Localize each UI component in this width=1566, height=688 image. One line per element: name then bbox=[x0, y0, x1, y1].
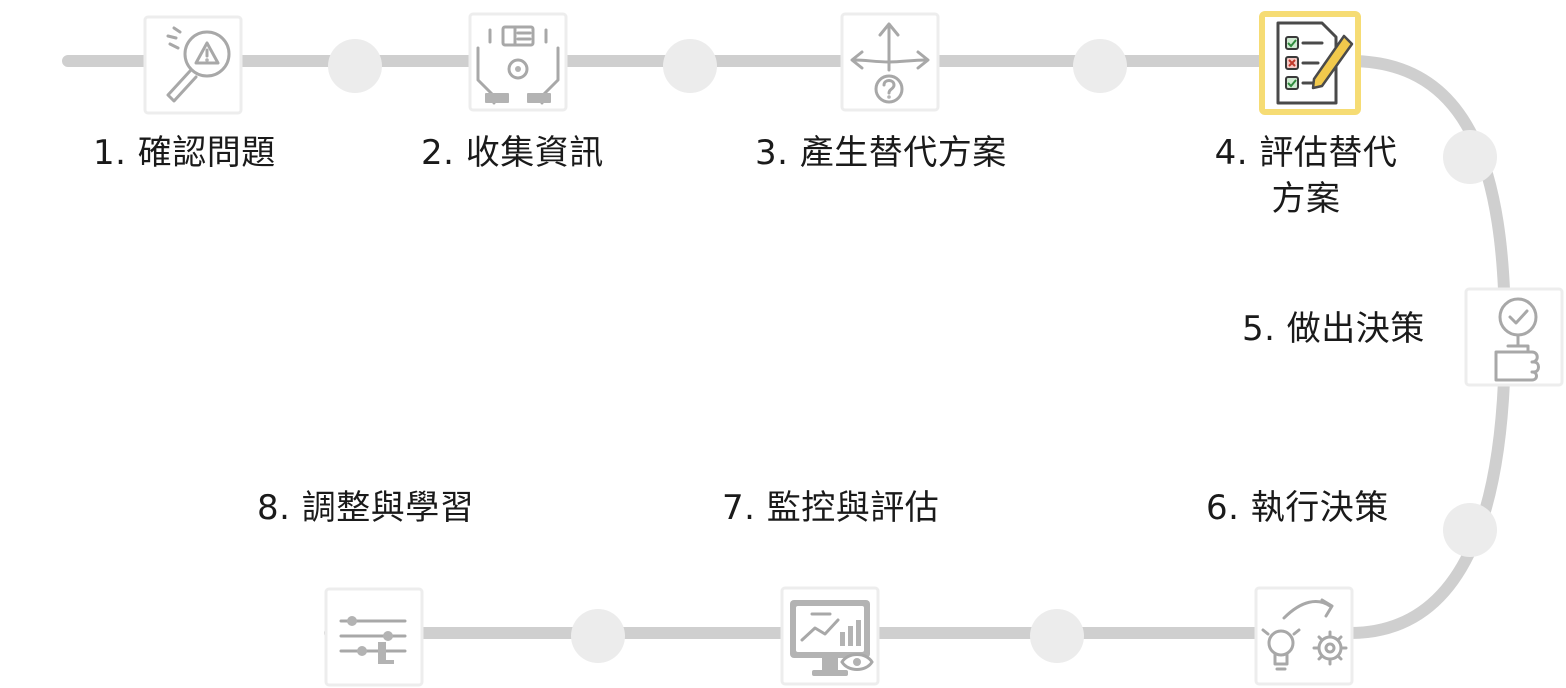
step-5-node bbox=[1464, 287, 1564, 387]
connector-dot bbox=[1443, 130, 1497, 184]
step-5-label: 5. 做出決策 bbox=[1242, 309, 1425, 349]
step-6-node bbox=[1254, 586, 1354, 686]
step-3-node bbox=[840, 12, 940, 112]
step-6-label: 6. 執行決策 bbox=[1206, 488, 1389, 528]
step-3-label: 3. 產生替代方案 bbox=[755, 133, 1007, 173]
step-2-label: 2. 收集資訊 bbox=[421, 133, 604, 173]
step-4-label: 4. 評估替代 方案 bbox=[1206, 131, 1406, 221]
step-7-node bbox=[780, 586, 880, 686]
step-1-node bbox=[143, 15, 243, 115]
connector-dot bbox=[1073, 39, 1127, 93]
split-arrows-question-icon bbox=[850, 22, 930, 104]
monitor-chart-eye-icon bbox=[790, 600, 874, 676]
step-4-label-line2: 方案 bbox=[1271, 179, 1341, 219]
step-7-label: 7. 監控與評估 bbox=[722, 488, 940, 528]
step-8-node bbox=[324, 587, 424, 687]
hands-gear-icon bbox=[476, 25, 560, 105]
connector-dot bbox=[1030, 609, 1084, 663]
magnifier-warning-icon bbox=[166, 26, 231, 103]
bulb-gear-icon bbox=[1261, 598, 1348, 671]
connector-dot bbox=[663, 39, 717, 93]
connector-dot bbox=[571, 609, 625, 663]
step-2-node bbox=[468, 12, 568, 112]
checklist-pencil-icon bbox=[1276, 21, 1354, 105]
connector-dot bbox=[328, 39, 382, 93]
step-1-label: 1. 確認問題 bbox=[93, 133, 276, 173]
sliders-icon bbox=[339, 616, 407, 664]
step-8-label: 8. 調整與學習 bbox=[257, 488, 475, 528]
step-4-label-line1: 4. 評估替代 bbox=[1214, 133, 1398, 173]
connector-dot bbox=[1443, 503, 1497, 557]
hand-checkmark-icon bbox=[1494, 297, 1540, 382]
step-4-node bbox=[1259, 11, 1361, 115]
